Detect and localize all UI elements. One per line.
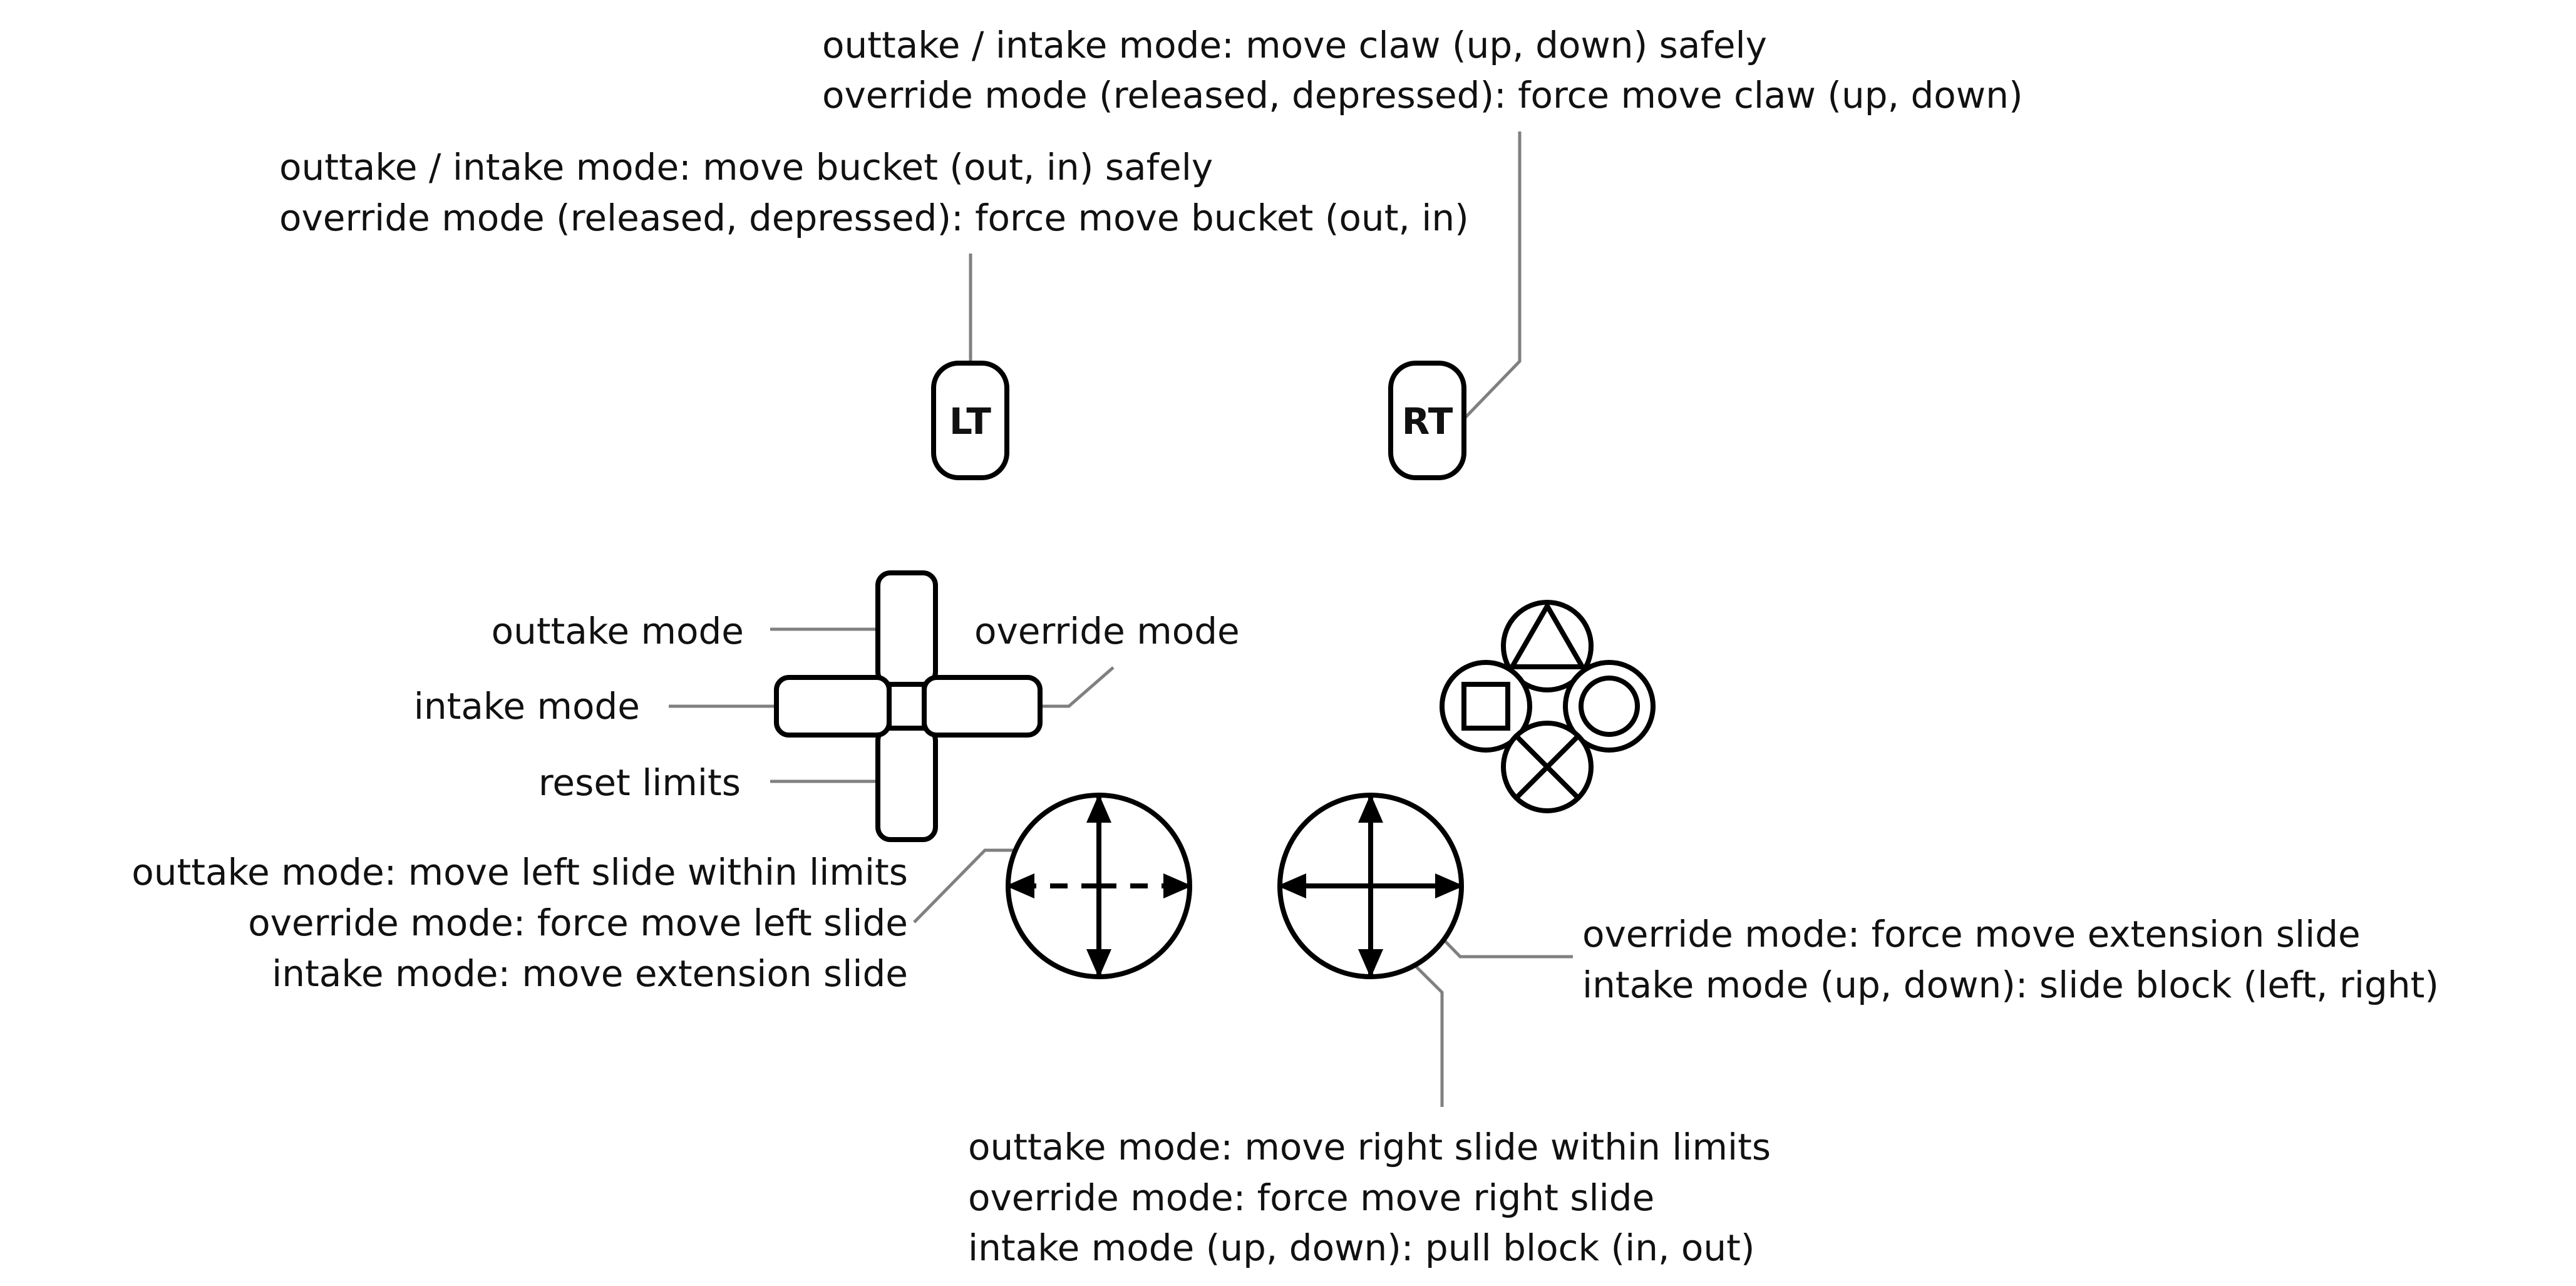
- lt-description-line-2: override mode (released, depressed): for…: [279, 197, 1469, 239]
- lt-description-line-1: outtake / intake mode: move bucket (out,…: [279, 146, 1213, 188]
- dpad-left-label: intake mode: [414, 685, 640, 728]
- square-icon[interactable]: [1440, 660, 1532, 753]
- rt-description-line-1: outtake / intake mode: move claw (up, do…: [822, 24, 1767, 66]
- triangle-icon[interactable]: [1501, 600, 1594, 692]
- left-stick-line-3: intake mode: move extension slide: [272, 952, 908, 995]
- dpad-down-button[interactable]: [875, 726, 938, 842]
- dpad-up-button[interactable]: [875, 570, 938, 687]
- right-stick-bottom-line-1: outtake mode: move right slide within li…: [968, 1126, 1771, 1168]
- dpad-down-label: reset limits: [538, 761, 741, 804]
- rt-button[interactable]: RT: [1388, 361, 1466, 480]
- dpad-right-label: override mode: [974, 610, 1240, 652]
- rt-button-label: RT: [1402, 400, 1453, 443]
- dpad-center: [887, 682, 927, 731]
- right-stick-bottom-line-3: intake mode (up, down): pull block (in, …: [968, 1227, 1754, 1269]
- dpad-left-button[interactable]: [774, 675, 892, 738]
- dpad: [774, 570, 1043, 842]
- dpad-right-button[interactable]: [922, 675, 1043, 738]
- rt-description-line-2: override mode (released, depressed): for…: [822, 74, 2023, 116]
- right-stick-side-line-1: override mode: force move extension slid…: [1582, 913, 2361, 955]
- dpad-up-label: outtake mode: [492, 610, 744, 652]
- dpad-right-leader: [1041, 666, 1115, 708]
- right-stick-side-line-2: intake mode (up, down): slide block (lef…: [1582, 964, 2439, 1006]
- rt-leader-line: [1464, 131, 1522, 419]
- lt-button[interactable]: LT: [931, 361, 1009, 480]
- left-stick-line-2: override mode: force move left slide: [248, 902, 908, 944]
- right-stick-bottom-line-2: override mode: force move right slide: [968, 1176, 1654, 1219]
- left-stick-line-1: outtake mode: move left slide within lim…: [131, 851, 908, 893]
- lt-button-label: LT: [949, 400, 991, 443]
- circle-icon[interactable]: [1563, 660, 1656, 753]
- cross-icon[interactable]: [1501, 721, 1594, 813]
- face-buttons: [1440, 600, 1656, 813]
- left-analog-stick[interactable]: [1006, 793, 1192, 979]
- right-analog-stick[interactable]: [1277, 793, 1464, 979]
